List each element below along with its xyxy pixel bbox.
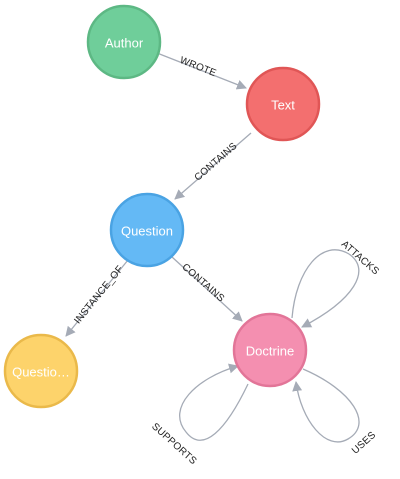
- node-questio-circle: [3, 333, 79, 409]
- edge-contains-text-question-label: CONTAINS: [193, 141, 240, 184]
- edge-uses-line: [292, 368, 360, 443]
- node-questio[interactable]: Questio…: [3, 333, 79, 409]
- edge-attacks[interactable]: ATTACKS: [291, 239, 381, 328]
- edge-wrote[interactable]: WROTE: [156, 52, 247, 90]
- node-text-label: Text: [271, 97, 295, 112]
- edge-supports-label: SUPPORTS: [149, 421, 198, 467]
- edge-contains-question-doctrine-line: [171, 256, 243, 322]
- node-author-label: Author: [105, 35, 144, 50]
- edge-attacks-line: [291, 249, 360, 328]
- node-doctrine-circle: [232, 312, 308, 388]
- edge-supports[interactable]: SUPPORTS: [149, 363, 249, 467]
- node-doctrine-label: Doctrine: [246, 343, 294, 358]
- edge-contains-question-doctrine[interactable]: CONTAINS: [171, 256, 243, 322]
- node-author-circle: [86, 4, 162, 80]
- node-text[interactable]: Text: [245, 66, 321, 142]
- edge-wrote-line: [156, 52, 247, 90]
- edge-contains-question-doctrine-label: CONTAINS: [179, 262, 226, 305]
- edge-contains-text-question-line: [174, 132, 252, 200]
- node-question-circle: [109, 192, 185, 268]
- node-doctrine[interactable]: Doctrine: [232, 312, 308, 388]
- edge-instance-of-line: [65, 259, 129, 337]
- edge-instance-of-label: INSTANCE_OF: [72, 264, 126, 326]
- edge-contains-text-question[interactable]: CONTAINS: [174, 132, 252, 200]
- node-questio-label: Questio…: [12, 364, 70, 379]
- edge-wrote-label: WROTE: [178, 55, 218, 79]
- node-question[interactable]: Question: [109, 192, 185, 268]
- edge-uses[interactable]: USES: [292, 368, 378, 457]
- node-question-label: Question: [121, 223, 173, 238]
- edge-instance-of[interactable]: INSTANCE_OF: [65, 259, 129, 337]
- edge-supports-line: [179, 363, 249, 441]
- node-text-circle: [245, 66, 321, 142]
- edge-attacks-label: ATTACKS: [339, 239, 381, 278]
- node-author[interactable]: Author: [86, 4, 162, 80]
